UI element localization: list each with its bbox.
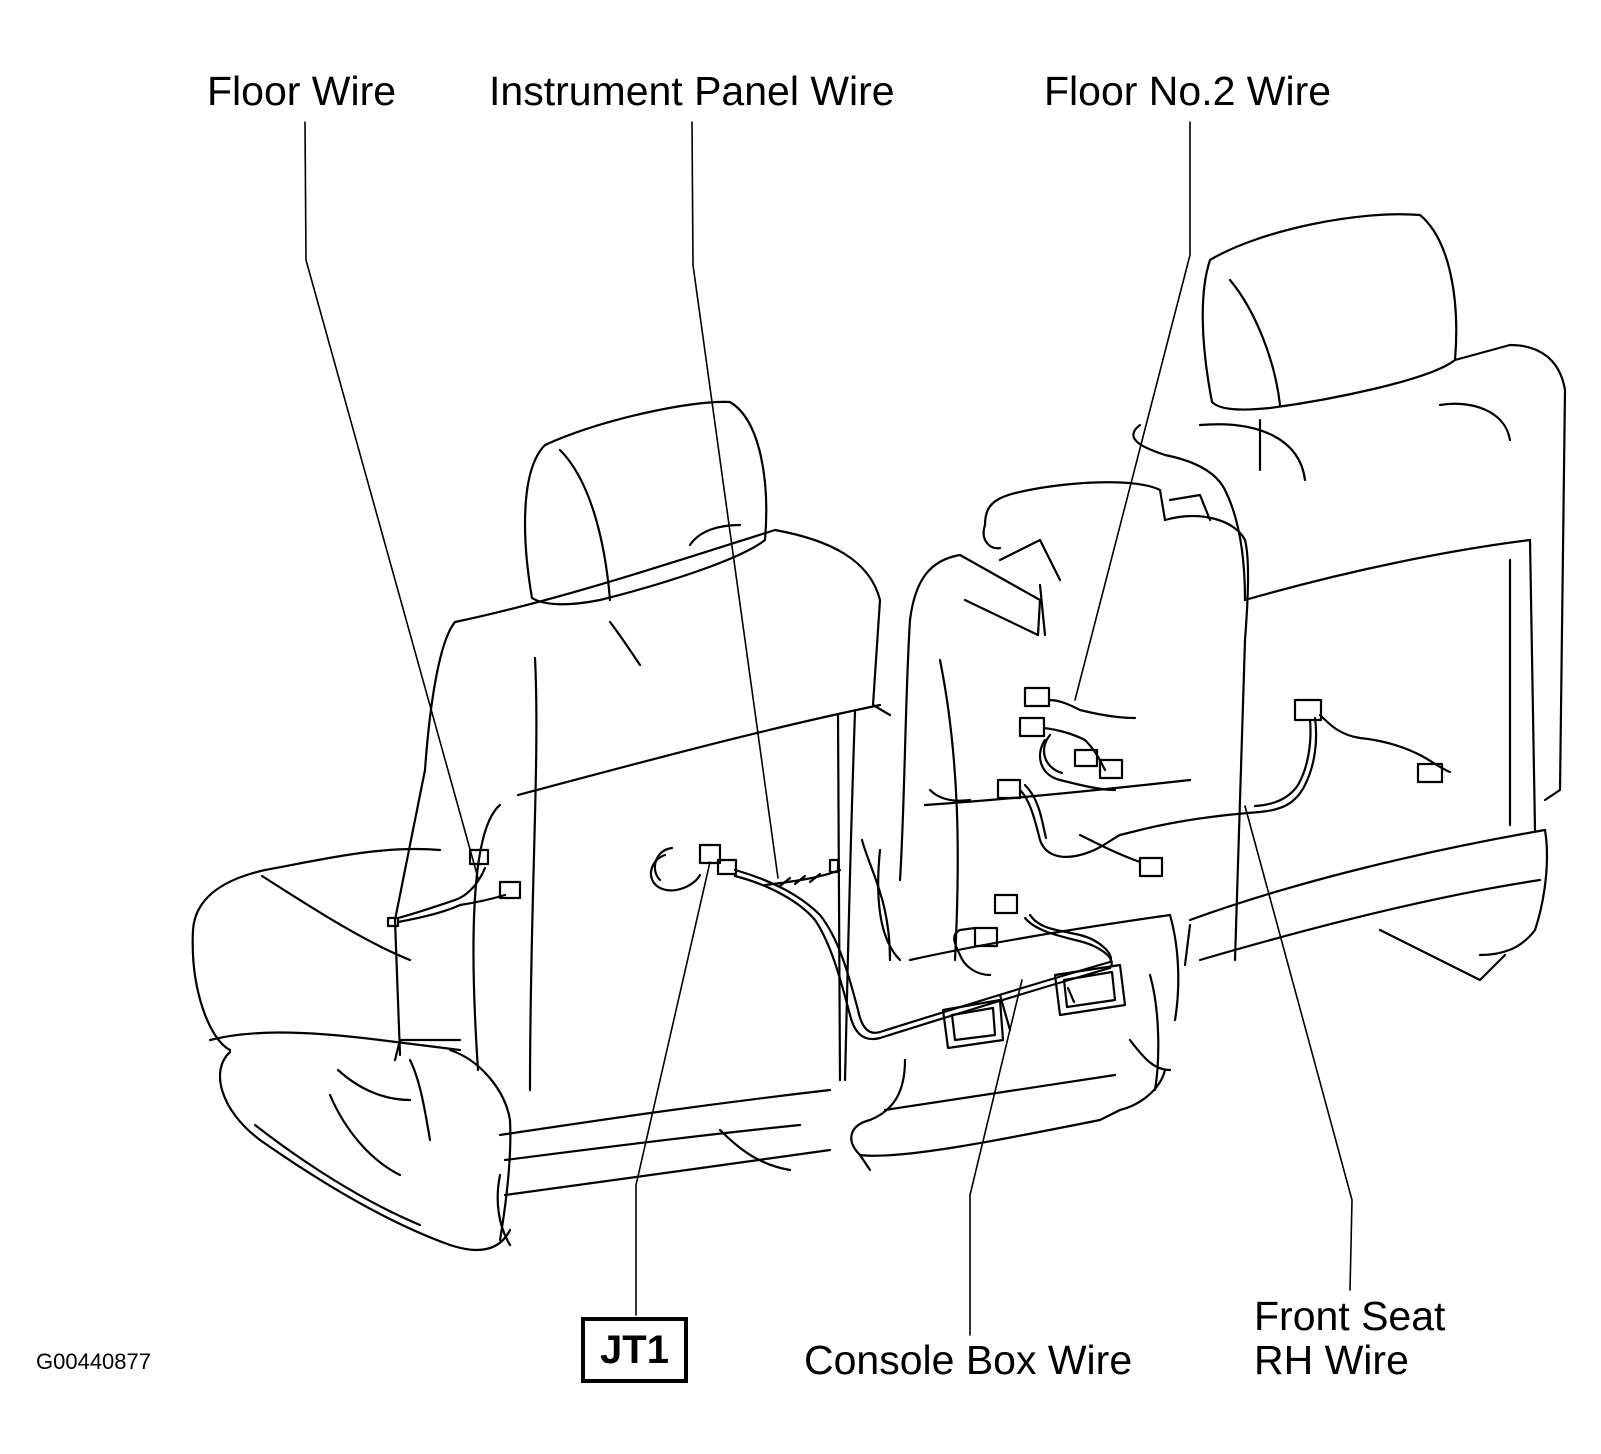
floor-no2-wire-label: Floor No.2 Wire [1044, 68, 1332, 114]
connector-code-box: JT1 [581, 1317, 688, 1383]
right-seat [898, 213, 1567, 982]
figure-id: G00440877 [36, 1349, 151, 1374]
floor-wire-label: Floor Wire [207, 68, 397, 114]
left-seat [191, 400, 892, 1252]
leader-lines [304, 121, 1353, 1336]
console-box-wire-label: Console Box Wire [804, 1337, 1133, 1383]
instrument-panel-wire-label: Instrument Panel Wire [489, 68, 895, 114]
front-seat-rh-wire-label-line2: RH Wire [1254, 1337, 1409, 1383]
wire-harnesses [386, 686, 1452, 1041]
center-console [850, 838, 1180, 1172]
front-seat-rh-wire-label-line1: Front Seat [1254, 1293, 1446, 1339]
front-seat-rh-wire-label: Front Seat RH Wire [1254, 1294, 1445, 1382]
